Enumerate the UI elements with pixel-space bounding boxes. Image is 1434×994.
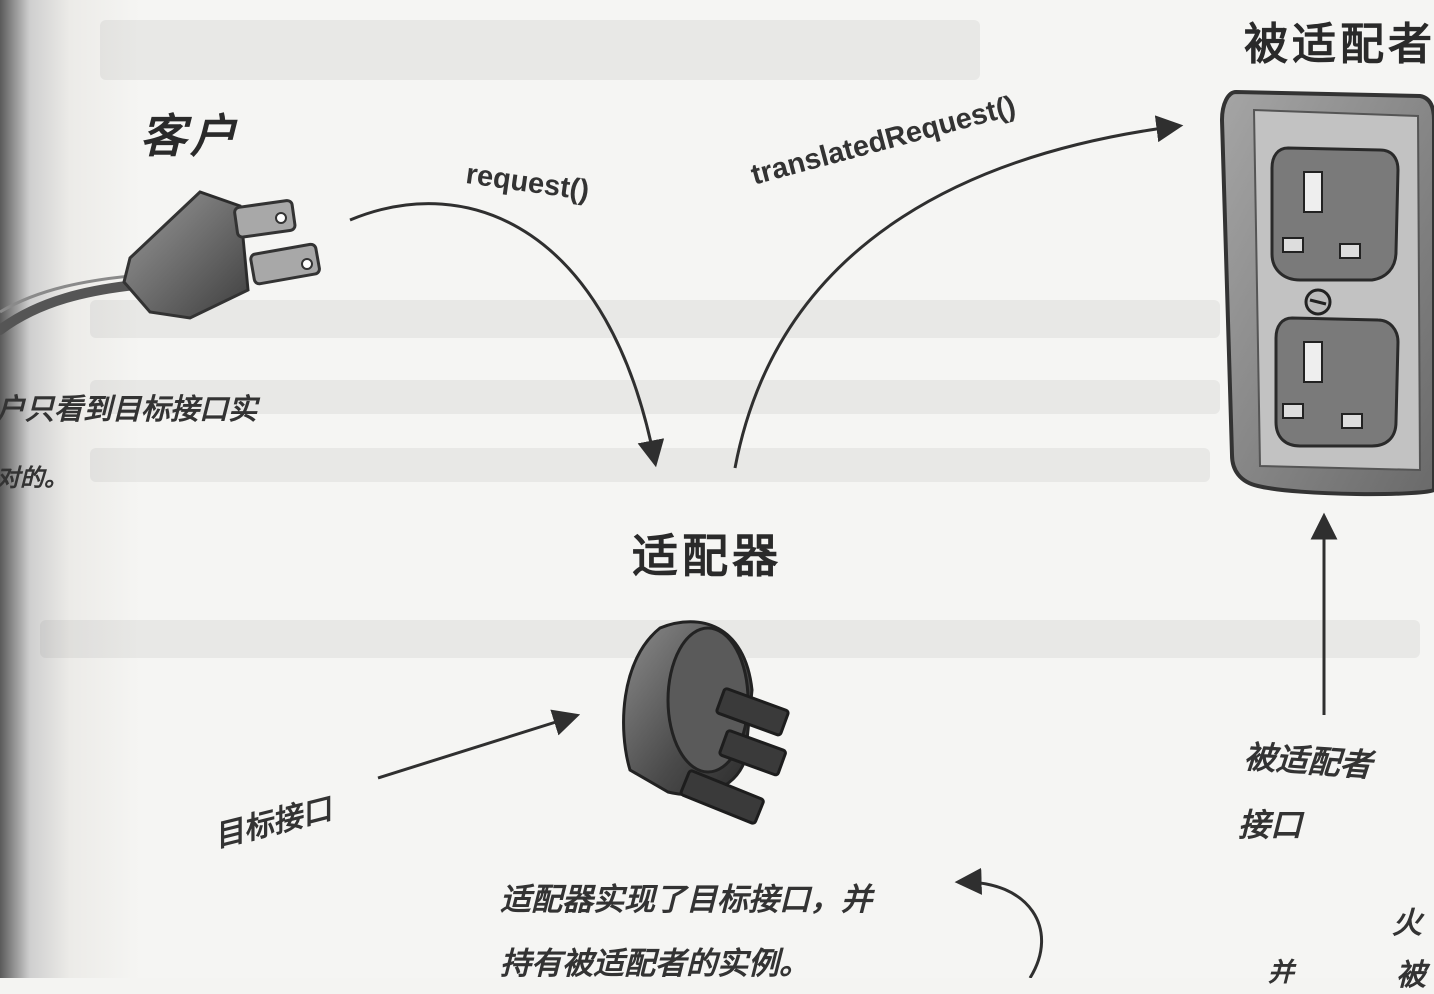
adaptee-interface-label-line2: 接口 <box>1238 806 1303 844</box>
cut-right-text-1: 火 <box>1392 906 1422 941</box>
adapter-note-arrow <box>954 867 1043 978</box>
client-note-line2: 对的。 <box>0 463 68 492</box>
client-label: 客户 <box>140 109 240 163</box>
uk-plug-icon <box>622 620 790 825</box>
bleed-line <box>100 20 980 80</box>
adapter-label: 适配器 <box>632 529 782 583</box>
bleed-line <box>90 300 1220 338</box>
client-note-line1: 户只看到目标接口实 <box>0 392 258 426</box>
adapter-note-line2: 持有被适配者的实例。 <box>500 946 810 982</box>
adapter-note-line1: 适配器实现了目标接口，并 <box>500 882 872 918</box>
target-interface-arrow <box>377 709 581 780</box>
cut-right-text-2: 被 <box>1396 958 1426 993</box>
us-plug-icon <box>0 190 321 335</box>
uk-socket-icon <box>1219 89 1434 497</box>
cut-bottom-text: 并 <box>1268 958 1295 988</box>
adaptee-interface-label-line1: 被适配者 <box>1242 737 1374 785</box>
bleed-line <box>90 380 1220 414</box>
request-arrow <box>349 202 665 468</box>
adaptee-label: 被适配者 <box>1244 19 1434 70</box>
translated-request-arrow <box>733 115 1184 469</box>
